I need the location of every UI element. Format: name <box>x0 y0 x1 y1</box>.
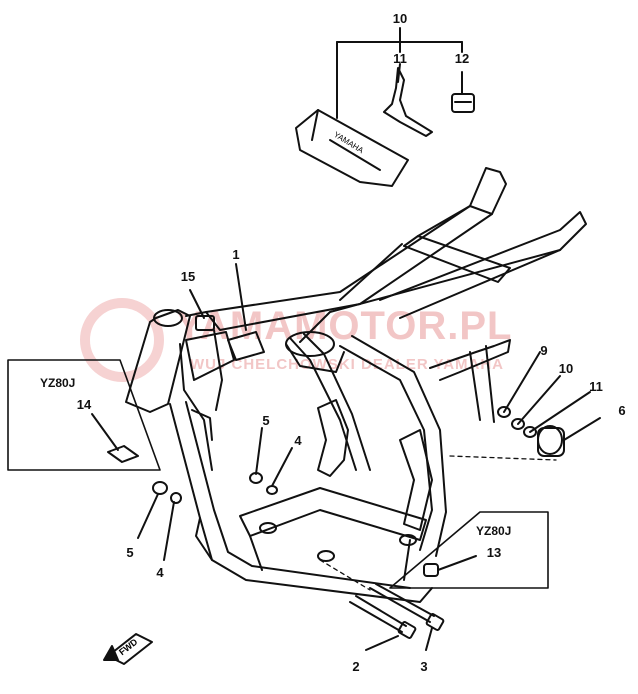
callout-8: 10 <box>558 361 574 376</box>
callout-1: 1 <box>232 247 240 262</box>
seat-rail <box>205 167 587 343</box>
callout-5-mid: 5 <box>262 413 270 428</box>
callout-6: 6 <box>618 403 626 418</box>
tool-bracket <box>383 63 433 137</box>
callout-5-left: 5 <box>126 545 134 560</box>
pivot-plate <box>317 399 433 531</box>
fwd-arrow <box>103 633 153 665</box>
leader-1 <box>235 263 247 331</box>
dashed-guide <box>319 455 557 591</box>
down-tube <box>169 331 433 603</box>
watermark-subtitle: WUJ CHELCHOWSKI DEALER YAMAHA <box>190 356 505 373</box>
collar-nut <box>451 71 475 113</box>
engine-bolt-long <box>349 595 417 651</box>
model-tag-right: YZ80J <box>476 524 512 538</box>
callout-13: 13 <box>486 545 502 560</box>
callout-3: 3 <box>420 659 428 674</box>
callout-15: 15 <box>180 269 196 284</box>
nut-washer-left <box>137 481 182 561</box>
frame-loop <box>285 331 511 557</box>
model-box-right <box>389 511 549 589</box>
engine-bolt-short <box>369 583 445 651</box>
callout-7: 9 <box>540 343 548 358</box>
watermark-logo <box>80 298 164 382</box>
callout-9: 11 <box>589 379 603 394</box>
leader-15 <box>189 289 205 319</box>
tool-bag <box>295 109 409 187</box>
watermark-title: YAMAMOTOR.PL <box>176 304 513 348</box>
callout-14: 14 <box>76 397 92 412</box>
callout-4-mid: 4 <box>294 433 302 448</box>
cross-brace <box>191 329 265 441</box>
callout-2: 2 <box>352 659 360 674</box>
nut-washer-mid <box>249 427 293 495</box>
callout-11: 11 <box>393 51 407 66</box>
model-tag-left: YZ80J <box>40 376 76 390</box>
callout-bracket-10 <box>336 27 463 119</box>
callout-4-left: 4 <box>156 565 164 580</box>
rubber-damper <box>537 417 601 457</box>
model-box-left <box>7 359 161 471</box>
callout-10: 10 <box>392 11 408 26</box>
lower-cradle <box>239 487 427 581</box>
washer-set <box>497 351 591 438</box>
head-pipe <box>125 309 215 413</box>
callout-12: 12 <box>454 51 470 66</box>
